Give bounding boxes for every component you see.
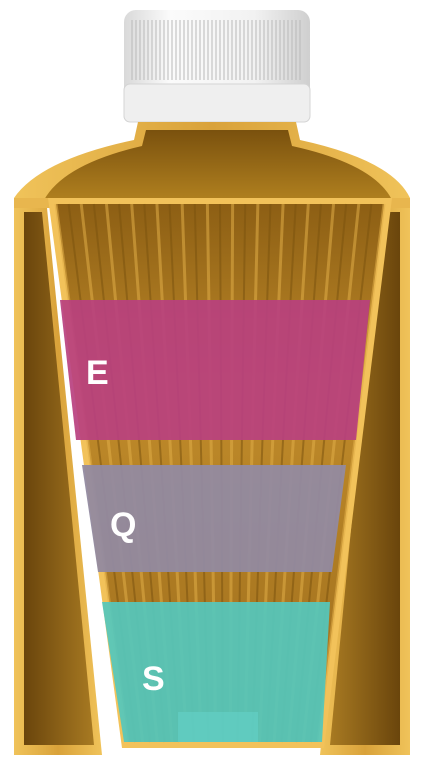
- bottle-cap: [124, 10, 310, 122]
- layer-label-s: S: [142, 662, 165, 696]
- bottle-shoulder: [14, 122, 410, 200]
- layer-label-e: E: [86, 356, 109, 390]
- layer-s-band: [102, 602, 330, 742]
- layer-label-q: Q: [110, 508, 136, 542]
